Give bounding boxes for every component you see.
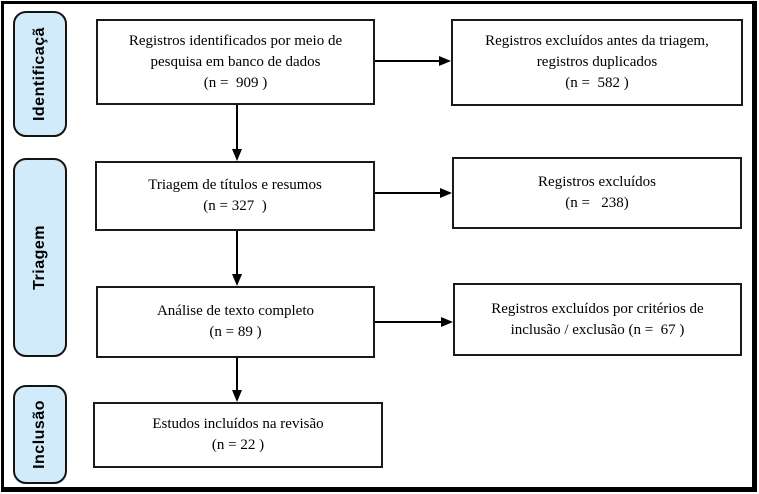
box-text: Análise de texto completo xyxy=(156,303,315,319)
box-text: Estudos incluídos na revisão xyxy=(152,416,324,432)
box-count: (n = 909 ) xyxy=(203,74,268,91)
box-text: Triagem de títulos e resumos xyxy=(148,177,322,193)
stage-screening-label: Triagem xyxy=(31,225,48,290)
box-records-excluded-criteria: Registros excluídos por critérios de inc… xyxy=(453,283,742,356)
box-records-excluded-screening: Registros excluídos (n = 238) xyxy=(452,157,742,229)
stage-inclusion-label: Inclusão xyxy=(31,400,48,469)
box-count: (n = 89 ) xyxy=(209,324,262,340)
stage-identification: Identificaçã xyxy=(13,11,67,137)
box-count: (n = 238) xyxy=(565,195,629,211)
box-count: (n = 582 ) xyxy=(565,75,629,91)
box-count: (n = 22 ) xyxy=(211,437,265,453)
stage-screening: Triagem xyxy=(13,158,67,357)
box-fulltext-analysis: Análise de texto completo (n = 89 ) xyxy=(96,286,375,358)
box-records-excluded-before-screening: Registros excluídos antes da triagem, re… xyxy=(451,19,743,106)
box-records-identified: Registros identificados por meio de pesq… xyxy=(96,19,375,105)
stage-identification-label: Identificaçã xyxy=(31,26,48,122)
box-title-abstract-screening: Triagem de títulos e resumos (n = 327 ) xyxy=(95,161,375,231)
box-text: Registros excluídos por critérios de inc… xyxy=(491,300,708,338)
box-text: Registros identificados por meio de pesq… xyxy=(128,32,346,70)
stage-inclusion: Inclusão xyxy=(13,385,67,484)
box-text: Registros excluídos antes da triagem, re… xyxy=(485,33,713,70)
box-studies-included: Estudos incluídos na revisão (n = 22 ) xyxy=(93,402,383,468)
box-text: Registros excluídos xyxy=(538,174,656,190)
box-count: (n = 327 ) xyxy=(203,198,267,214)
